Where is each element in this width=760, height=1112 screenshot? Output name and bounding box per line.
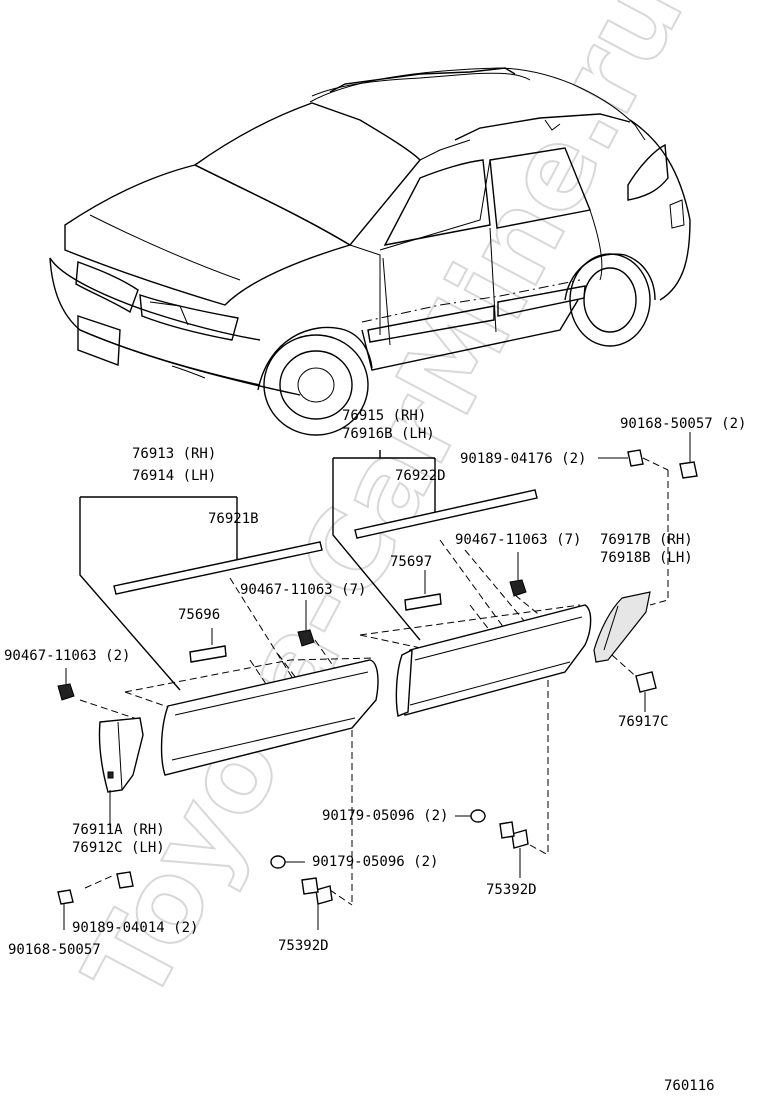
label-76922d: 76922D <box>395 468 446 484</box>
molding-strip-76921b <box>113 541 323 595</box>
label-90168-50057-bottom: 90168-50057 <box>8 942 101 958</box>
label-76916b: 76916B (LH) <box>342 426 435 442</box>
screw-75392d-right <box>499 821 529 849</box>
clip-90467-mid <box>297 600 315 647</box>
label-76917c: 76917C <box>618 714 669 730</box>
clip-75696 <box>189 645 227 663</box>
pillar-trim-76917b <box>593 591 651 663</box>
label-90189-04014: 90189-04014 (2) <box>72 920 198 936</box>
label-76912c: 76912C (LH) <box>72 840 165 856</box>
label-76921b: 76921B <box>208 511 259 527</box>
door-molding-rear <box>400 604 592 716</box>
label-90189-04176: 90189-04176 (2) <box>460 451 586 467</box>
label-76918b: 76918B (LH) <box>600 550 693 566</box>
label-76917b: 76917B (RH) <box>600 532 693 548</box>
clip-75697 <box>404 593 442 611</box>
clip-90467-left <box>57 668 75 701</box>
label-76913: 76913 (RH) <box>132 446 216 462</box>
bolt-90168-50057-bottom <box>57 889 74 930</box>
label-90467-right: 90467-11063 (7) <box>455 532 581 548</box>
nut-90189-04176 <box>627 449 644 467</box>
bolt-90168-50057-top <box>679 461 698 479</box>
label-75697: 75697 <box>390 554 432 570</box>
label-75392d-left: 75392D <box>278 938 329 954</box>
nut-90189-04014 <box>116 871 134 889</box>
clip-76917c <box>635 671 657 693</box>
nut-90179-right <box>455 809 486 823</box>
label-90467-left: 90467-11063 (2) <box>4 648 130 664</box>
diagram-number: 760116 <box>664 1078 715 1094</box>
label-75392d-right: 75392D <box>486 882 537 898</box>
door-molding-front <box>160 659 379 776</box>
pillar-trim-assembly <box>593 432 698 712</box>
clip-90467-right <box>509 552 527 597</box>
nut-90179-left <box>270 855 305 869</box>
label-76914: 76914 (LH) <box>132 468 216 484</box>
label-90179-left: 90179-05096 (2) <box>312 854 438 870</box>
label-76915: 76915 (RH) <box>342 408 426 424</box>
label-90168-50057-top: 90168-50057 (2) <box>620 416 746 432</box>
molding-strip-76922d <box>354 489 538 539</box>
left-assembly <box>57 496 379 930</box>
right-assembly <box>332 450 592 878</box>
label-75696: 75696 <box>178 607 220 623</box>
screw-75392d-left <box>301 877 333 905</box>
label-76911a: 76911A (RH) <box>72 822 165 838</box>
label-90467-mid: 90467-11063 (7) <box>240 582 366 598</box>
label-90179-right: 90179-05096 (2) <box>322 808 448 824</box>
car-illustration <box>49 67 691 436</box>
